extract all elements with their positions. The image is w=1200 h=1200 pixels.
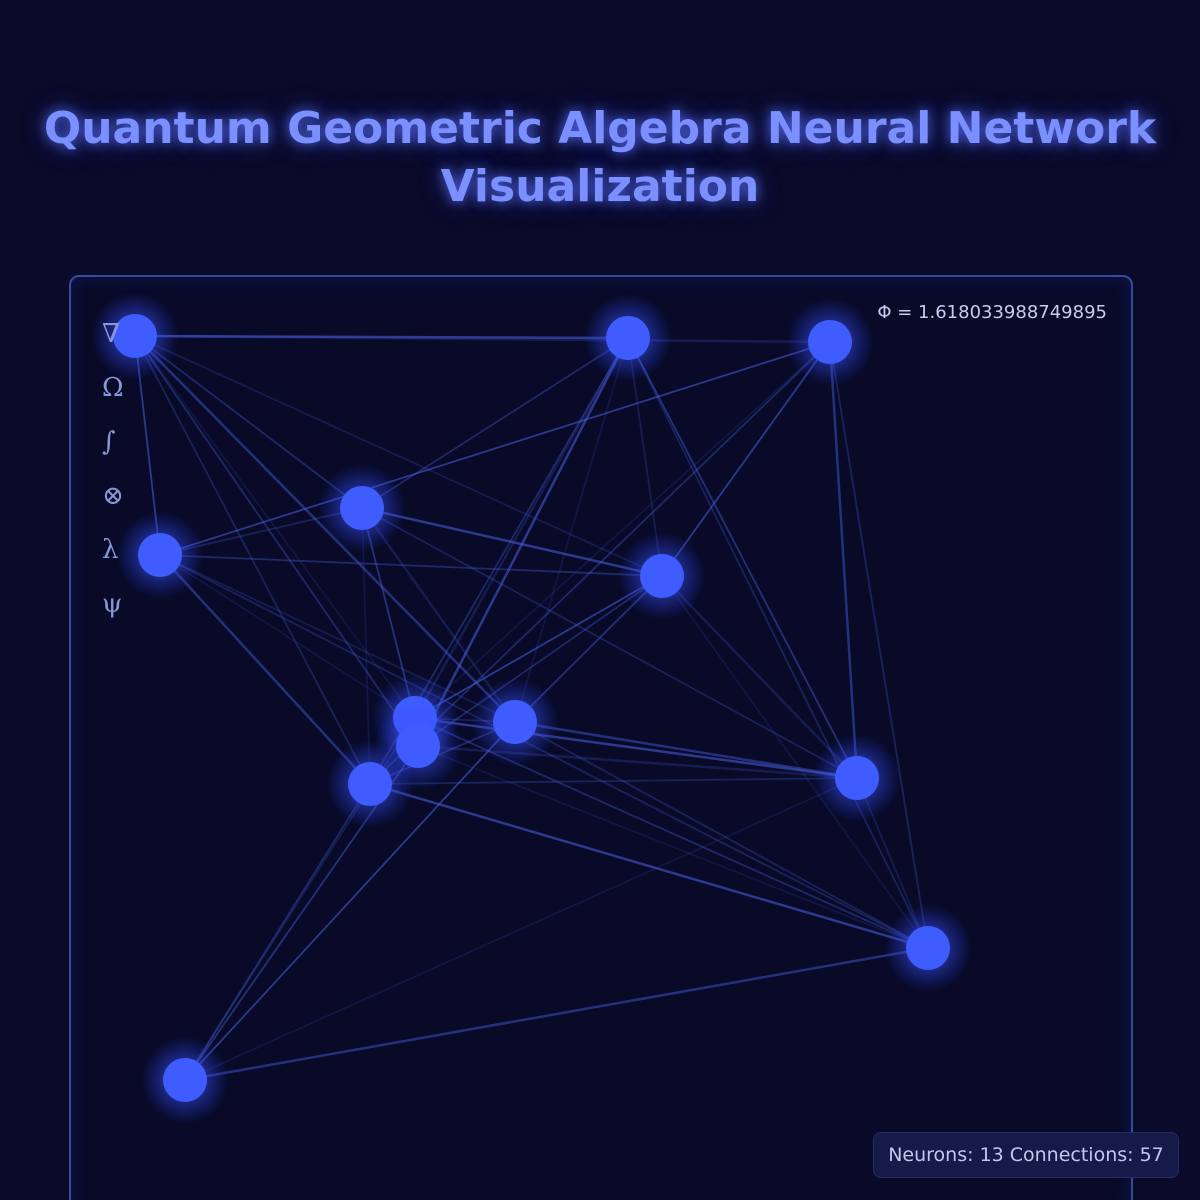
network-stats: Neurons: 13 Connections: 57 — [873, 1132, 1179, 1178]
connection-count: Connections: 57 — [1009, 1144, 1164, 1166]
omega-symbol: Ω — [102, 373, 124, 403]
nabla-symbol: ∇ — [102, 319, 121, 349]
lambda-symbol: λ — [102, 535, 119, 565]
integral-symbol: ∫ — [102, 427, 116, 457]
psi-symbol: ψ — [102, 589, 123, 619]
page-title-line-1: Quantum Geometric Algebra Neural Network — [43, 103, 1157, 154]
symbol-list: ∇ Ω ∫ ⊗ λ ψ — [102, 316, 142, 640]
page-title-line-2: Visualization — [440, 161, 760, 212]
tensor-product-symbol: ⊗ — [102, 481, 124, 511]
page-title: Quantum Geometric Algebra Neural Network… — [0, 100, 1200, 216]
visualization-panel[interactable] — [69, 275, 1133, 1200]
neuron-count: Neurons: 13 — [888, 1144, 1004, 1166]
phi-readout: Φ = 1.618033988749895 — [877, 302, 1107, 323]
